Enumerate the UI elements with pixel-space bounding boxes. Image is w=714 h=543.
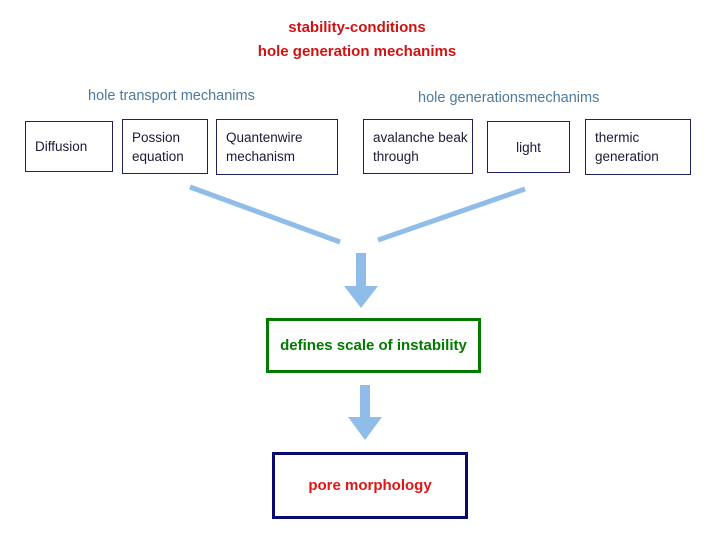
merge-line-left-icon: [189, 184, 341, 245]
slide-title: stability-conditions hole generation mec…: [0, 16, 714, 64]
left-group-heading: hole transport mechanims: [88, 88, 255, 104]
box-quantenwire-mechanism-label: Quantenwire mechanism: [226, 130, 303, 164]
box-avalanche-break-through: avalanche beak through: [363, 119, 473, 174]
box-light: light: [487, 121, 570, 173]
down-arrow-upper-icon: [344, 253, 378, 308]
pore-morphology-box-label: pore morphology: [308, 477, 432, 494]
box-possion-equation-label: Possion equation: [132, 129, 184, 164]
box-avalanche-break-through-label: avalanche beak through: [373, 129, 468, 164]
box-thermic-generation-label: thermic generation: [595, 130, 659, 164]
instability-box-label: defines scale of instability: [280, 337, 467, 354]
slide-title-line2: hole generation mechanims: [257, 43, 457, 60]
box-diffusion-label: Diffusion: [35, 139, 88, 154]
right-group-heading: hole generationsmechanims: [418, 90, 600, 106]
instability-box: defines scale of instability: [266, 318, 481, 373]
box-light-label: light: [516, 139, 541, 155]
merge-line-right-icon: [377, 186, 526, 243]
box-quantenwire-mechanism: Quantenwire mechanism: [216, 119, 338, 175]
box-thermic-generation: thermic generation: [585, 119, 691, 175]
box-possion-equation: Possion equation: [122, 119, 208, 174]
down-arrow-lower-icon: [348, 385, 382, 440]
slide-title-line1: stability-conditions: [288, 19, 426, 36]
box-diffusion: Diffusion: [25, 121, 113, 172]
pore-morphology-box: pore morphology: [272, 452, 468, 519]
